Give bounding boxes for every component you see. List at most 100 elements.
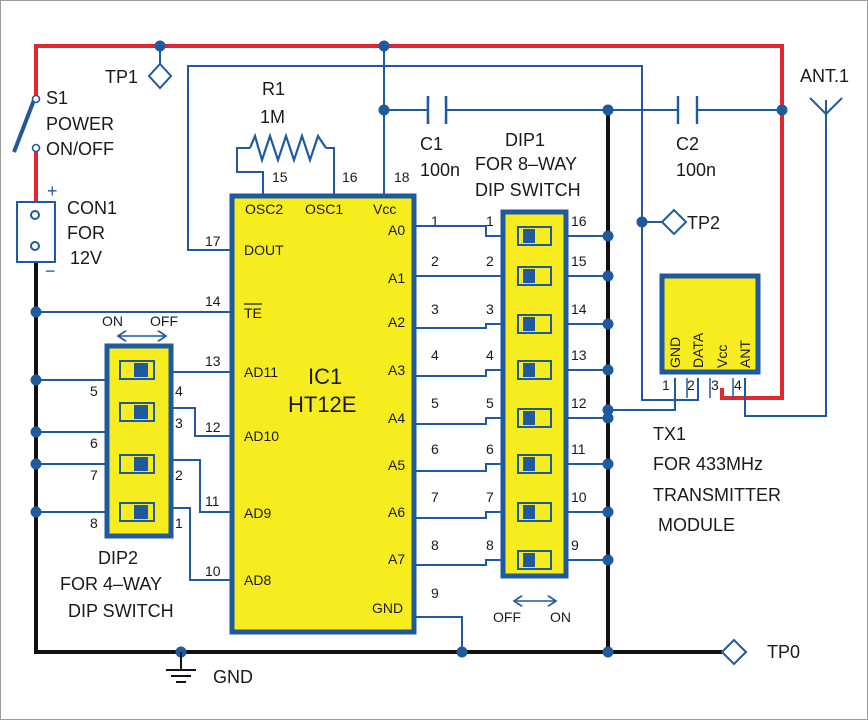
ic1-pin-name: OSC1	[305, 201, 343, 217]
dip1-label-line1: FOR 8–WAY	[475, 154, 577, 174]
dip2-switch[interactable]	[119, 454, 155, 474]
testpoint-tp2-label: TP2	[687, 213, 720, 233]
ic1-pin-name: A2	[388, 314, 405, 330]
dip2-label-line2: DIP SWITCH	[68, 601, 174, 621]
dip1-pin-number: 15	[571, 253, 587, 269]
dip2-dir-on: ON	[102, 313, 123, 329]
testpoint-tp2-icon[interactable]	[660, 208, 688, 236]
dip1-pin-number: 3	[486, 301, 494, 317]
dip1-switch[interactable]	[517, 454, 552, 474]
connector-plus-sign: +	[47, 181, 58, 201]
junction-dot	[30, 458, 42, 470]
junction-dot	[636, 216, 648, 228]
ic1-pin-number: 9	[431, 585, 439, 601]
connector-minus-sign: −	[45, 261, 56, 281]
tx1-label-line1: FOR 433MHz	[653, 454, 763, 474]
dip2-label-line1: FOR 4–WAY	[60, 574, 162, 594]
dip2-ref: DIP2	[98, 548, 138, 568]
dip1-switch[interactable]	[517, 502, 552, 522]
tx1-pin-name: DATA	[690, 332, 706, 368]
ic1-pin-name: A0	[388, 222, 405, 238]
connector-label-line2: 12V	[70, 248, 102, 268]
capacitor-c2-value: 100n	[676, 160, 716, 180]
dip1-pin-number: 12	[571, 395, 587, 411]
dip1-pin-number: 10	[571, 489, 587, 505]
capacitor-c2	[676, 96, 699, 124]
ic1-pin-name: A3	[388, 362, 405, 378]
dip1-pin-number: 6	[486, 441, 494, 457]
ic1-part: HT12E	[288, 392, 356, 417]
dip2-pin-number: 7	[90, 467, 98, 483]
ic1-pin-number: 18	[394, 169, 410, 185]
ic1-pin-number: 15	[272, 169, 288, 185]
ic1-pin-name: AD10	[244, 428, 279, 444]
address-wire	[416, 463, 503, 472]
dip1-switch[interactable]	[517, 360, 552, 380]
tx1-ref: TX1	[653, 424, 686, 444]
capacitor-c1-ref: C1	[420, 134, 443, 154]
address-wire	[416, 511, 503, 519]
antenna-ref: ANT.1	[800, 66, 849, 86]
junction-dot	[602, 506, 614, 518]
ic1-pin-number: 4	[431, 347, 439, 363]
junction-dot	[602, 364, 614, 376]
capacitor-c1-value: 100n	[420, 160, 460, 180]
tx1-pin-number: 4	[734, 377, 742, 393]
dip1-pin-number: 5	[486, 395, 494, 411]
dip2-address-wire	[171, 459, 232, 513]
dip1-label-line2: DIP SWITCH	[475, 180, 581, 200]
dip1-pin-number: 2	[486, 253, 494, 269]
junction-dot	[30, 306, 42, 318]
dip1-pin-number: 4	[486, 347, 494, 363]
resistor-ref: R1	[262, 79, 285, 99]
dip1-switch[interactable]	[517, 266, 552, 286]
ic1-pin-number: 2	[431, 253, 439, 269]
junction-dot	[30, 426, 42, 438]
dip2-switch[interactable]	[119, 502, 155, 522]
dip2-switch[interactable]	[119, 402, 155, 422]
junction-dot	[602, 458, 614, 470]
switch-label-line1: POWER	[46, 114, 114, 134]
power-switch-s1[interactable]	[12, 94, 41, 153]
dip1-switch[interactable]	[517, 314, 552, 334]
testpoint-tp1-icon[interactable]	[147, 62, 173, 90]
ic1-pin-name: TE	[244, 305, 262, 321]
ic1-pin-number: 12	[205, 419, 221, 435]
address-wire	[416, 369, 503, 377]
resistor-r1	[248, 132, 327, 164]
dip1-switch[interactable]	[517, 226, 552, 246]
dip2-pin-number: 6	[90, 435, 98, 451]
dip1-pin-number: 13	[571, 347, 587, 363]
power-rail	[34, 44, 784, 400]
ic1-pin-number: 1	[431, 213, 439, 229]
ic1-pin-number: 11	[205, 493, 220, 509]
junction-dot	[30, 374, 42, 386]
dip2-pin-number: 5	[90, 383, 98, 399]
dip1-pin-number: 9	[571, 537, 579, 553]
ic1-pin-number: 5	[431, 395, 439, 411]
dip2-pin-number: 4	[175, 383, 183, 399]
dip2-pin-number: 3	[175, 415, 183, 431]
dip1-switch[interactable]	[517, 550, 552, 570]
tx1-pin-name: Vcc	[714, 345, 730, 368]
testpoint-tp0-icon[interactable]	[720, 638, 748, 666]
ic1-pin-name: A1	[388, 270, 405, 286]
ic1-pin-name: AD9	[244, 505, 271, 521]
junction-dot	[602, 646, 614, 658]
dip1-pin-number: 7	[486, 489, 494, 505]
ic1-body	[229, 193, 417, 635]
connector-ref: CON1	[67, 198, 117, 218]
ic1-pin-name: A5	[388, 457, 405, 473]
power-connector-con1	[16, 201, 56, 263]
dip1-switch[interactable]	[517, 408, 552, 428]
dip2-switch[interactable]	[119, 360, 155, 380]
tx1-pin-name: GND	[667, 337, 683, 368]
ic1-pin-name: A7	[388, 551, 405, 567]
ground-label: GND	[213, 667, 253, 687]
ic1-ref: IC1	[308, 364, 342, 389]
junction-dot	[602, 230, 614, 242]
dip1-pin-number: 16	[571, 213, 587, 229]
